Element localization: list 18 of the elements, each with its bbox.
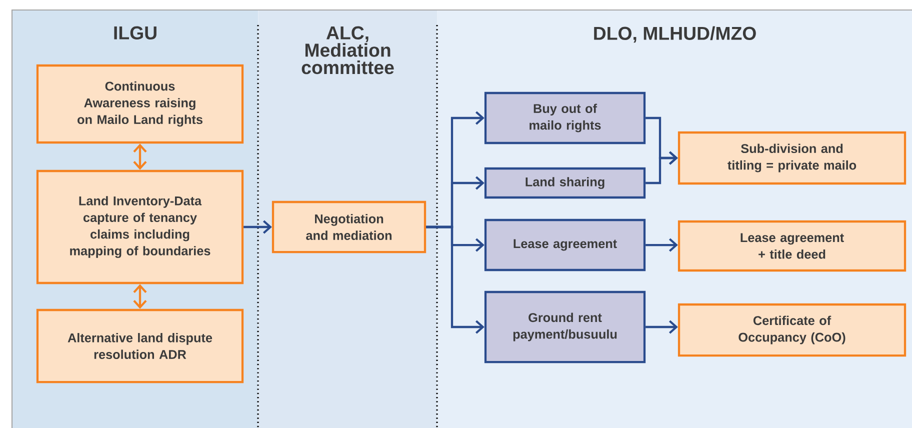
arrow	[646, 238, 678, 252]
outcome-box: Lease agreement	[484, 218, 646, 272]
process-box: Alternative land dispute resolution ADR	[36, 308, 244, 384]
process-box: Negotiation and mediation	[272, 200, 426, 254]
arrow	[426, 226, 484, 334]
arrow	[244, 220, 272, 234]
process-box: Land Inventory-Data capture of tenancy claims including mapping of boundaries	[36, 170, 244, 284]
process-box: Continuous Awareness raising on Mailo Land rights	[36, 64, 244, 144]
process-box: Lease agreement + title deed	[678, 220, 906, 272]
outcome-box: Ground rent payment/busuulu	[484, 290, 646, 364]
process-box: Sub-division and titling = private mailo	[678, 131, 906, 185]
arrow	[133, 144, 147, 170]
process-box: Certificate of Occupancy (CoO)	[678, 303, 906, 357]
arrow	[646, 151, 678, 184]
arrow	[646, 320, 678, 334]
arrow	[133, 284, 147, 309]
outcome-box: Land sharing	[484, 167, 646, 199]
outcome-box: Buy out of mailo rights	[484, 92, 646, 144]
